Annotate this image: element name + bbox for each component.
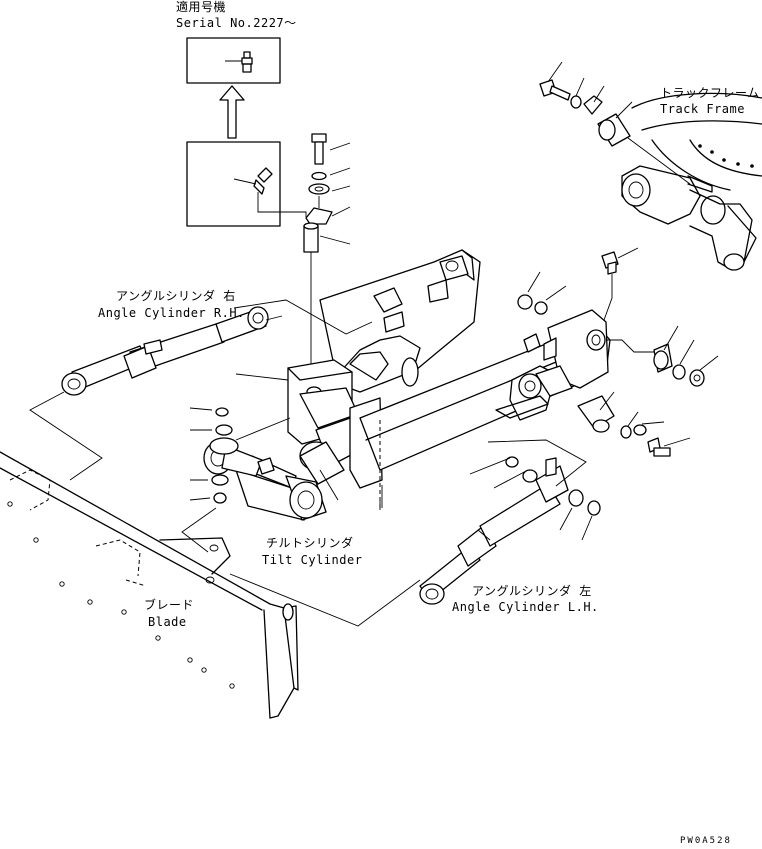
up-arrow: [219, 85, 245, 139]
track-frame-label-en: Track Frame: [660, 102, 745, 116]
serial-note-jp: 適用号機: [176, 0, 227, 14]
angle-lh-label-en: Angle Cylinder L.H.: [452, 600, 599, 614]
blade-label-jp: ブレード: [144, 598, 195, 612]
track-frame-label-jp: トラックフレーム: [660, 86, 760, 100]
serial-detail-box: [186, 37, 281, 84]
angle-cylinder-lh: [229, 439, 601, 627]
angle-rh-label-en: Angle Cylinder R.H.: [98, 306, 245, 320]
main-frame: [287, 249, 611, 510]
track-frame: [621, 92, 762, 271]
tilt-label-en: Tilt Cylinder: [262, 553, 363, 567]
blade: [0, 451, 299, 719]
tilt-label-jp: チルトシリンダ: [266, 536, 354, 550]
serial-note-en: Serial No.2227～: [176, 16, 297, 30]
right-frame-parts: [577, 325, 719, 457]
tilt-cylinder: [181, 373, 345, 553]
original-detail-box: [186, 141, 307, 227]
track-bolt-group: [539, 61, 691, 185]
angle-lh-label-jp: アングルシリンダ 左: [472, 584, 592, 598]
top-bolt-stack: [303, 133, 351, 370]
beam-grease-fitting: [517, 247, 639, 321]
angle-rh-label-jp: アングルシリンダ 右: [116, 289, 236, 303]
angle-cylinder-rh: [29, 299, 373, 481]
drawing-code: PW0A528: [680, 836, 732, 846]
blade-label-en: Blade: [148, 615, 187, 629]
